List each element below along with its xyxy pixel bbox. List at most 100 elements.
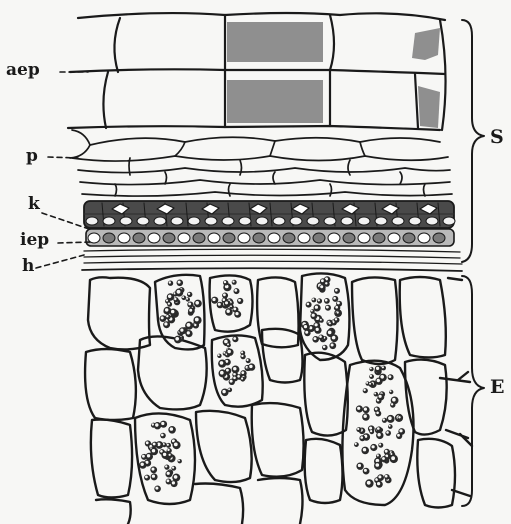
aleurone-grain-highlight: [232, 281, 234, 283]
aleurone-grain-highlight: [386, 431, 389, 434]
aleurone-grain-highlight: [188, 303, 191, 306]
aleurone-grain-highlight: [233, 367, 236, 370]
aleurone-grain-highlight: [146, 441, 149, 444]
aleurone-grain-highlight: [166, 299, 168, 301]
inner-epidermis-cell: [298, 233, 310, 243]
aleurone-grain-highlight: [147, 454, 150, 457]
aleurone-grain-highlight: [174, 443, 178, 447]
aleurone-grain-highlight: [315, 306, 318, 309]
crystal-cell-lumen: [409, 217, 421, 225]
aleurone-grain-highlight: [155, 423, 158, 426]
aleurone-grain-highlight: [152, 449, 155, 452]
aleurone-grain-highlight: [398, 416, 400, 418]
aleurone-grain-highlight: [319, 335, 322, 338]
aleurone-grain-highlight: [312, 314, 315, 317]
aleurone-grain-highlight: [337, 311, 339, 313]
aleurone-grain-highlight: [249, 365, 252, 368]
aleurone-grain-highlight: [241, 377, 243, 379]
aleurone-grain-highlight: [228, 388, 230, 390]
aleurone-grain-highlight: [388, 416, 392, 420]
aleurone-grain-highlight: [367, 481, 371, 485]
aleurone-grain-highlight: [187, 331, 190, 334]
aleurone-grain-highlight: [161, 316, 164, 319]
aleurone-grain-highlight: [168, 295, 171, 298]
inner-epidermis-cell: [373, 233, 385, 243]
inner-epidermis-cell: [133, 233, 145, 243]
aleurone-grain-highlight: [163, 453, 166, 456]
aleurone-grain-highlight: [323, 346, 326, 349]
aleurone-grain-highlight: [312, 298, 314, 300]
aleurone-grain-highlight: [189, 309, 192, 312]
crystal-cell-lumen: [290, 217, 302, 225]
aleurone-grain-highlight: [399, 429, 402, 432]
aleurone-grain-highlight: [234, 289, 237, 292]
aleurone-grain-highlight: [212, 298, 215, 301]
aleurone-grain-highlight: [225, 301, 228, 304]
aleurone-grain-highlight: [152, 468, 155, 471]
crystal-cell-lumen: [120, 217, 132, 225]
inner-epidermis-cell: [163, 233, 175, 243]
inner-epidermis-cell: [283, 233, 295, 243]
aleurone-grain-highlight: [311, 310, 313, 312]
aleurone-grain-highlight: [165, 308, 168, 311]
crystal-cell-lumen: [222, 217, 234, 225]
aleurone-grain-highlight: [235, 312, 238, 315]
aleurone-grain-highlight: [355, 443, 357, 445]
aleurone-grain-highlight: [195, 318, 199, 322]
aleurone-grain-highlight: [174, 298, 176, 300]
aleurone-grain-highlight: [238, 299, 241, 302]
label-s: S: [490, 128, 504, 147]
label-h: h: [22, 258, 34, 275]
aleurone-grain-highlight: [230, 380, 233, 383]
aleurone-grain-highlight: [335, 289, 338, 292]
aleurone-grain-highlight: [218, 303, 221, 306]
inner-epidermis-cell: [238, 233, 250, 243]
inner-epidermis-cell: [343, 233, 355, 243]
aleurone-grain-highlight: [161, 422, 164, 425]
aleurone-grain-highlight: [391, 403, 393, 405]
aleurone-grain-highlight: [169, 281, 171, 283]
aleurone-grain-highlight: [152, 423, 154, 425]
aleurone-grain-highlight: [167, 444, 169, 446]
aleurone-grain-highlight: [177, 290, 181, 294]
aleurone-grain-highlight: [233, 308, 236, 311]
crystal-cell-lumen: [137, 217, 149, 225]
aleurone-grain-highlight: [155, 487, 158, 490]
aleurone-grain-highlight: [364, 408, 367, 411]
label-aep: aep: [6, 62, 40, 79]
aleurone-grain-highlight: [164, 322, 167, 325]
aleurone-grain-highlight: [364, 415, 367, 418]
aleurone-grain-highlight: [174, 475, 178, 479]
brace-e: [462, 276, 484, 506]
inner-epidermis-cell: [388, 233, 400, 243]
aleurone-grain-highlight: [141, 463, 144, 466]
aleurone-grain-highlight: [329, 322, 331, 324]
aleurone-grain-highlight: [314, 337, 317, 340]
aleurone-grain-highlight: [366, 382, 368, 384]
aleurone-grain-highlight: [364, 469, 367, 472]
aleurone-grain-highlight: [383, 418, 385, 420]
label-iep: iep: [20, 232, 49, 249]
aleurone-grain-highlight: [376, 412, 379, 415]
hyaline-layer: [82, 249, 462, 271]
aleurone-grain-highlight: [241, 351, 243, 353]
aleurone-grain-highlight: [304, 325, 307, 328]
inner-epidermis-cell: [118, 233, 130, 243]
aleurone-grain-highlight: [376, 367, 379, 370]
crystal-cell-lumen: [392, 217, 404, 225]
inner-epidermis-cell: [433, 233, 445, 243]
aleurone-grain-highlight: [188, 293, 190, 295]
aleurone-grain-highlight: [171, 310, 174, 313]
aleurone-grain-highlight: [321, 279, 324, 282]
aleurone-grain-highlight: [246, 359, 248, 361]
aleurone-grain-highlight: [335, 306, 338, 309]
aleurone-grain-highlight: [178, 281, 181, 284]
aleurone-grain-highlight: [224, 281, 226, 283]
inner-epidermis-layer: [86, 229, 454, 246]
aleurone-grain-highlight: [363, 448, 366, 451]
label-e: E: [490, 378, 504, 397]
aleurone-grain-highlight: [377, 427, 380, 430]
aleurone-grain-highlight: [153, 443, 156, 446]
aleurone-grain-highlight: [180, 329, 183, 332]
